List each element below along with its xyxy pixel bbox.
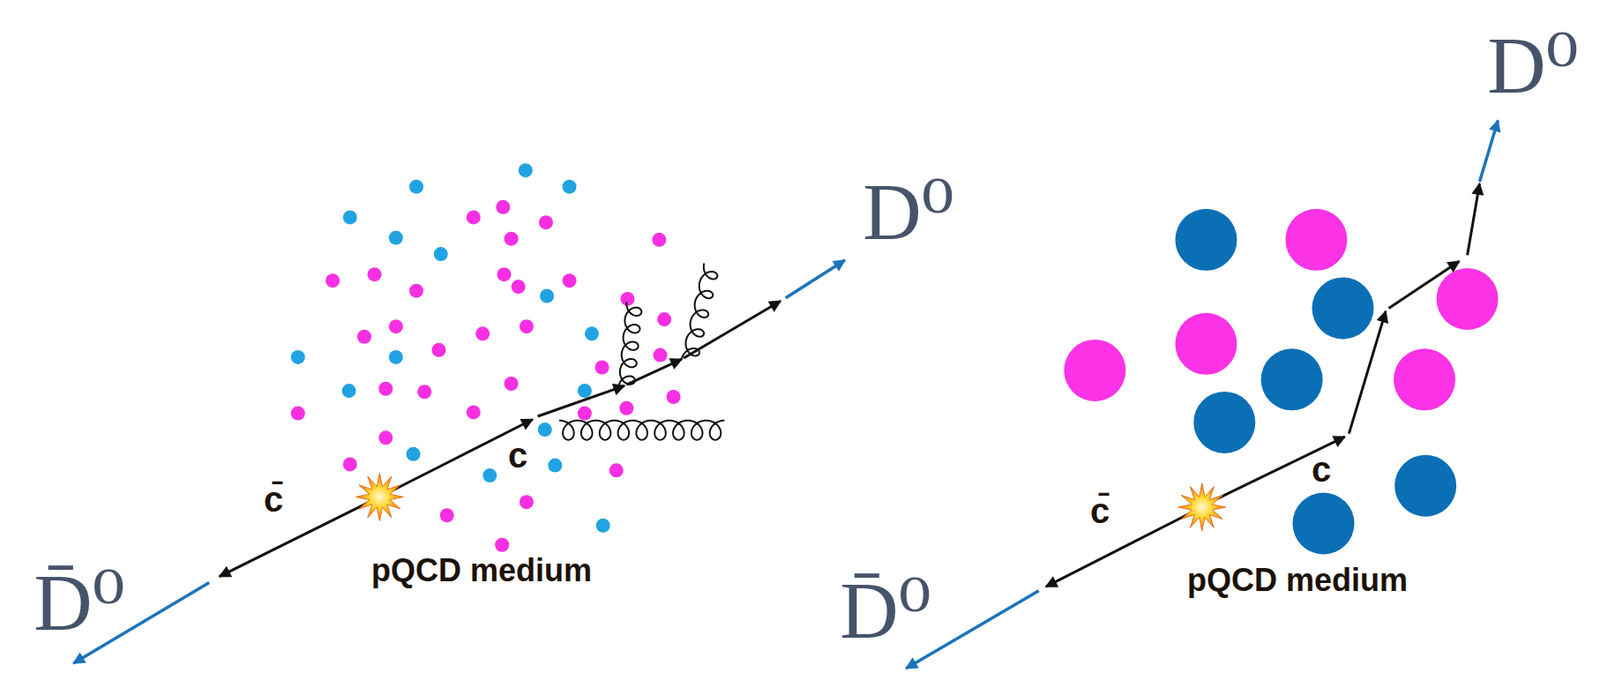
quark-track (1046, 507, 1203, 587)
parton-dot (497, 267, 512, 282)
quark-track (683, 300, 781, 359)
parton-dot (518, 163, 533, 178)
parton-dot (596, 518, 611, 533)
parton-dot (431, 343, 446, 358)
scatterer-dot (1174, 313, 1237, 375)
quark-label: c (1311, 451, 1331, 487)
parton-dot (388, 231, 404, 246)
production-points (355, 472, 1226, 531)
parton-dot (577, 406, 592, 421)
parton-dot (325, 273, 340, 288)
parton-dot (433, 246, 449, 262)
parton-dot (475, 326, 490, 341)
scatterer-dot (1394, 455, 1457, 517)
quark-track (219, 496, 381, 576)
scatterer-dot (1174, 209, 1237, 271)
quark-track (1203, 436, 1346, 506)
quark-label: c (508, 437, 528, 473)
parton-dot (577, 383, 592, 398)
antiquark-label: c̄ (1090, 493, 1110, 529)
parton-dot (519, 494, 534, 509)
parton-dot (651, 232, 666, 247)
parton-dot (511, 279, 526, 294)
parton-dot (619, 401, 634, 416)
scatterer-dot (1261, 348, 1324, 411)
parton-dot (562, 273, 577, 288)
quark-track (388, 418, 533, 493)
parton-dot (291, 350, 306, 365)
scatterer-dot (1393, 348, 1456, 411)
parton-dot (357, 329, 372, 344)
scatterer-dot (1436, 268, 1499, 330)
quark-track (1389, 261, 1460, 308)
parton-dot (291, 406, 306, 421)
parton-dot (388, 350, 404, 365)
parton-dot (466, 404, 481, 419)
parton-dot (378, 381, 393, 397)
parton-dot (562, 179, 577, 195)
parton-dot (504, 376, 519, 391)
quark-track (538, 385, 625, 417)
antimeson-label: D̄⁰ (33, 561, 125, 643)
quark-track (1467, 183, 1481, 255)
gluons (559, 262, 725, 440)
scatterer-dot (1193, 391, 1256, 454)
parton-dot (595, 359, 610, 374)
scatterer-dot (1311, 276, 1374, 339)
parton-dot (494, 538, 509, 553)
parton-dot (519, 319, 534, 334)
gluon-coil (618, 301, 642, 388)
antiquark-label: c̄ (263, 481, 284, 517)
parton-dot (666, 389, 681, 404)
parton-dot (409, 179, 424, 195)
parton-dot (417, 384, 432, 399)
quark-track (1348, 311, 1386, 434)
parton-dot (388, 319, 404, 334)
parton-dot (343, 209, 358, 225)
medium-circle: pQCD medium (1035, 119, 1560, 643)
parton-dot (409, 284, 424, 299)
parton-dot (466, 209, 481, 225)
parton-dot (547, 458, 562, 473)
scatterer-dot (1285, 209, 1347, 271)
parton-dot (378, 430, 393, 445)
medium-label: pQCD medium (371, 552, 592, 590)
meson-track (1479, 120, 1498, 182)
parton-dot (504, 231, 519, 247)
medium-fill (1035, 119, 1560, 643)
parton-dot (367, 267, 382, 282)
antimeson-label: D̄⁰ (839, 569, 931, 651)
meson-track (785, 260, 845, 299)
parton-dot (482, 468, 497, 483)
tracks (73, 120, 1498, 669)
parton-dot (609, 463, 624, 478)
parton-dot (657, 312, 672, 327)
parton-dot (406, 447, 421, 462)
parton-dot (538, 215, 554, 230)
parton-dot (495, 200, 510, 215)
gluon-coil (681, 262, 718, 359)
medium-label: pQCD medium (1187, 561, 1408, 599)
parton-dot (440, 508, 455, 523)
medium-fill (207, 88, 756, 637)
parton-dot (538, 422, 553, 437)
parton-dot (342, 383, 357, 398)
meson-label: D⁰ (862, 171, 954, 253)
parton-dot (539, 288, 554, 303)
parton-dot (620, 291, 635, 307)
scatterer-dot (1063, 339, 1126, 402)
parton-dot (584, 326, 599, 341)
partons-large (1063, 209, 1498, 555)
quark-track (626, 358, 681, 385)
medium-circle: pQCD medium (207, 88, 756, 637)
parton-dot (343, 456, 358, 472)
gluon-coil (559, 420, 725, 441)
partons-small (291, 163, 681, 553)
parton-dot (653, 348, 668, 363)
production-star (1178, 483, 1227, 531)
meson-label: D⁰ (1487, 24, 1578, 106)
scatterer-dot (1292, 492, 1354, 554)
production-star (355, 472, 404, 521)
